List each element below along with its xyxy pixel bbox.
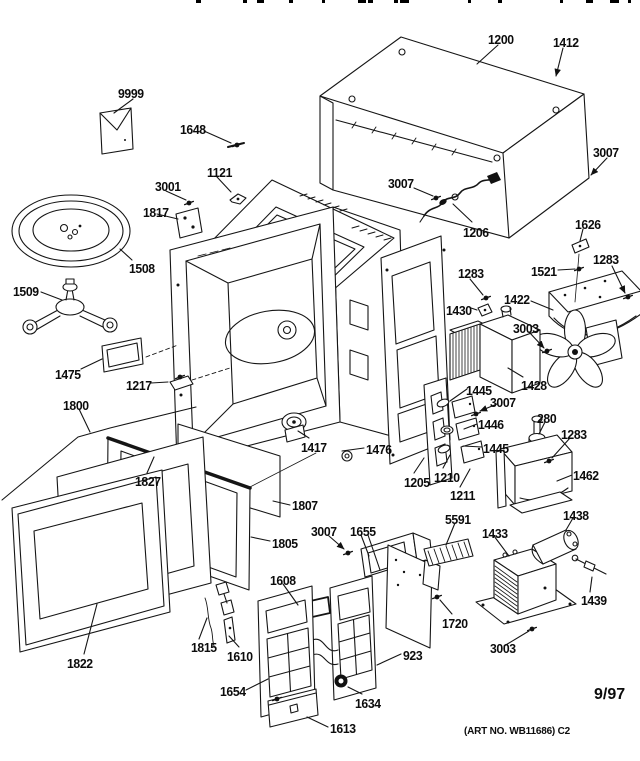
thermostat-1626-art	[571, 238, 590, 303]
callout-1283-mid: 1283	[458, 266, 484, 281]
callout-1200: 1200	[488, 32, 514, 47]
callout-9999: 9999	[118, 86, 144, 101]
art-number: (ART NO. WB11686) C2	[464, 726, 571, 737]
callout-3003-mid: 3003	[513, 321, 539, 336]
callout-1217: 1217	[126, 378, 152, 393]
outer-case-art	[319, 36, 590, 239]
callout-1509: 1509	[13, 284, 39, 299]
callout-1613: 1613	[330, 721, 356, 736]
callout-1634: 1634	[355, 696, 381, 711]
switch-bracket-art	[423, 377, 485, 486]
callout-5591: 5591	[445, 512, 471, 527]
fan-blade-art	[534, 309, 616, 388]
callout-1422: 1422	[504, 292, 530, 307]
foot-1476-art	[341, 450, 353, 462]
callout-1610: 1610	[227, 649, 253, 664]
clip-1121-art	[229, 193, 247, 205]
callout-1412: 1412	[553, 35, 579, 50]
clip-1430-art	[477, 303, 493, 317]
callout-1445-bottom: 1445	[483, 441, 509, 456]
callout-1462: 1462	[573, 468, 599, 483]
capacitor-art	[531, 529, 579, 565]
screw-3001-art	[183, 199, 195, 207]
callout-1206: 1206	[463, 225, 489, 240]
callout-1800: 1800	[63, 398, 89, 413]
callout-1720: 1720	[442, 616, 468, 631]
callout-1817: 1817	[143, 205, 169, 220]
top-crop-artifact	[196, 0, 631, 3]
trim-1613-art	[267, 688, 319, 728]
bracket-1217-art	[169, 367, 231, 391]
ribbon-cable-art	[311, 638, 339, 666]
callout-1428: 1428	[521, 378, 547, 393]
roller-ring-art	[22, 278, 118, 335]
bracket-1817-art	[175, 207, 203, 239]
magnetron-art	[449, 305, 541, 394]
screw-3007-panel-art	[342, 549, 354, 557]
callout-1807: 1807	[292, 498, 318, 513]
callout-280: 280	[537, 411, 557, 426]
screw-1283-mid-art	[480, 294, 492, 302]
callout-1121: 1121	[207, 165, 233, 180]
callout-1805: 1805	[272, 536, 298, 551]
callout-1438: 1438	[563, 508, 589, 523]
door-outline-1800-art	[1, 406, 197, 501]
callout-1430: 1430	[446, 303, 472, 318]
callout-923: 923	[403, 648, 423, 663]
callout-1655: 1655	[350, 524, 376, 539]
door-latch-art	[215, 581, 235, 616]
power-cord-art	[419, 172, 501, 223]
turntable-tray-art	[11, 194, 131, 268]
spring-rod-1815-art	[204, 597, 215, 647]
callout-3003-bottom: 3003	[490, 641, 516, 656]
oven-cavity-art	[169, 206, 341, 465]
button-1634-art	[334, 674, 348, 688]
diode-art	[571, 554, 607, 575]
callout-1648: 1648	[180, 122, 206, 137]
callout-3007-panel: 3007	[311, 524, 337, 539]
callout-1210: 1210	[434, 470, 460, 485]
revision-date: 9/97	[594, 686, 626, 703]
vent-strip-5591-art	[423, 538, 474, 567]
callout-1827: 1827	[135, 474, 161, 489]
screw-1648-art	[227, 141, 245, 149]
transformer-art	[475, 548, 577, 625]
callout-1521: 1521	[531, 264, 557, 279]
callout-1283-low: 1283	[561, 427, 587, 442]
latch-1610-art	[223, 616, 236, 644]
envelope-icon	[99, 107, 134, 155]
outer-door-1822-art	[11, 469, 171, 653]
callout-1445-top: 1445	[466, 383, 492, 398]
callout-1417: 1417	[301, 440, 327, 455]
callout-3007-cord: 3007	[388, 176, 414, 191]
callout-1815: 1815	[191, 640, 217, 655]
callout-1205: 1205	[404, 475, 430, 490]
screw-1720-art	[431, 593, 443, 601]
callout-1476: 1476	[366, 442, 392, 457]
keypad-panel-1654-art	[257, 585, 316, 718]
callout-1433: 1433	[482, 526, 508, 541]
callout-1508: 1508	[129, 261, 155, 276]
screw-1521-art	[573, 265, 585, 273]
motor-1417-art	[281, 412, 307, 443]
callout-1626: 1626	[575, 217, 601, 232]
callout-1822: 1822	[67, 656, 93, 671]
air-duct-1462-art	[495, 434, 573, 514]
callout-1446: 1446	[478, 417, 504, 432]
callout-3007-mid: 3007	[490, 395, 516, 410]
waveguide-cover-art	[101, 337, 179, 373]
callout-1211: 1211	[450, 488, 476, 503]
callout-1283-right: 1283	[593, 252, 619, 267]
panel-assembly-923-art	[329, 575, 377, 701]
callout-3007-case: 3007	[593, 145, 619, 160]
callout-1475: 1475	[55, 367, 81, 382]
leader-lines	[40, 44, 626, 728]
callout-3001: 3001	[155, 179, 181, 194]
callout-1608: 1608	[270, 573, 296, 588]
callout-1654: 1654	[220, 684, 246, 699]
callout-1439: 1439	[581, 593, 607, 608]
